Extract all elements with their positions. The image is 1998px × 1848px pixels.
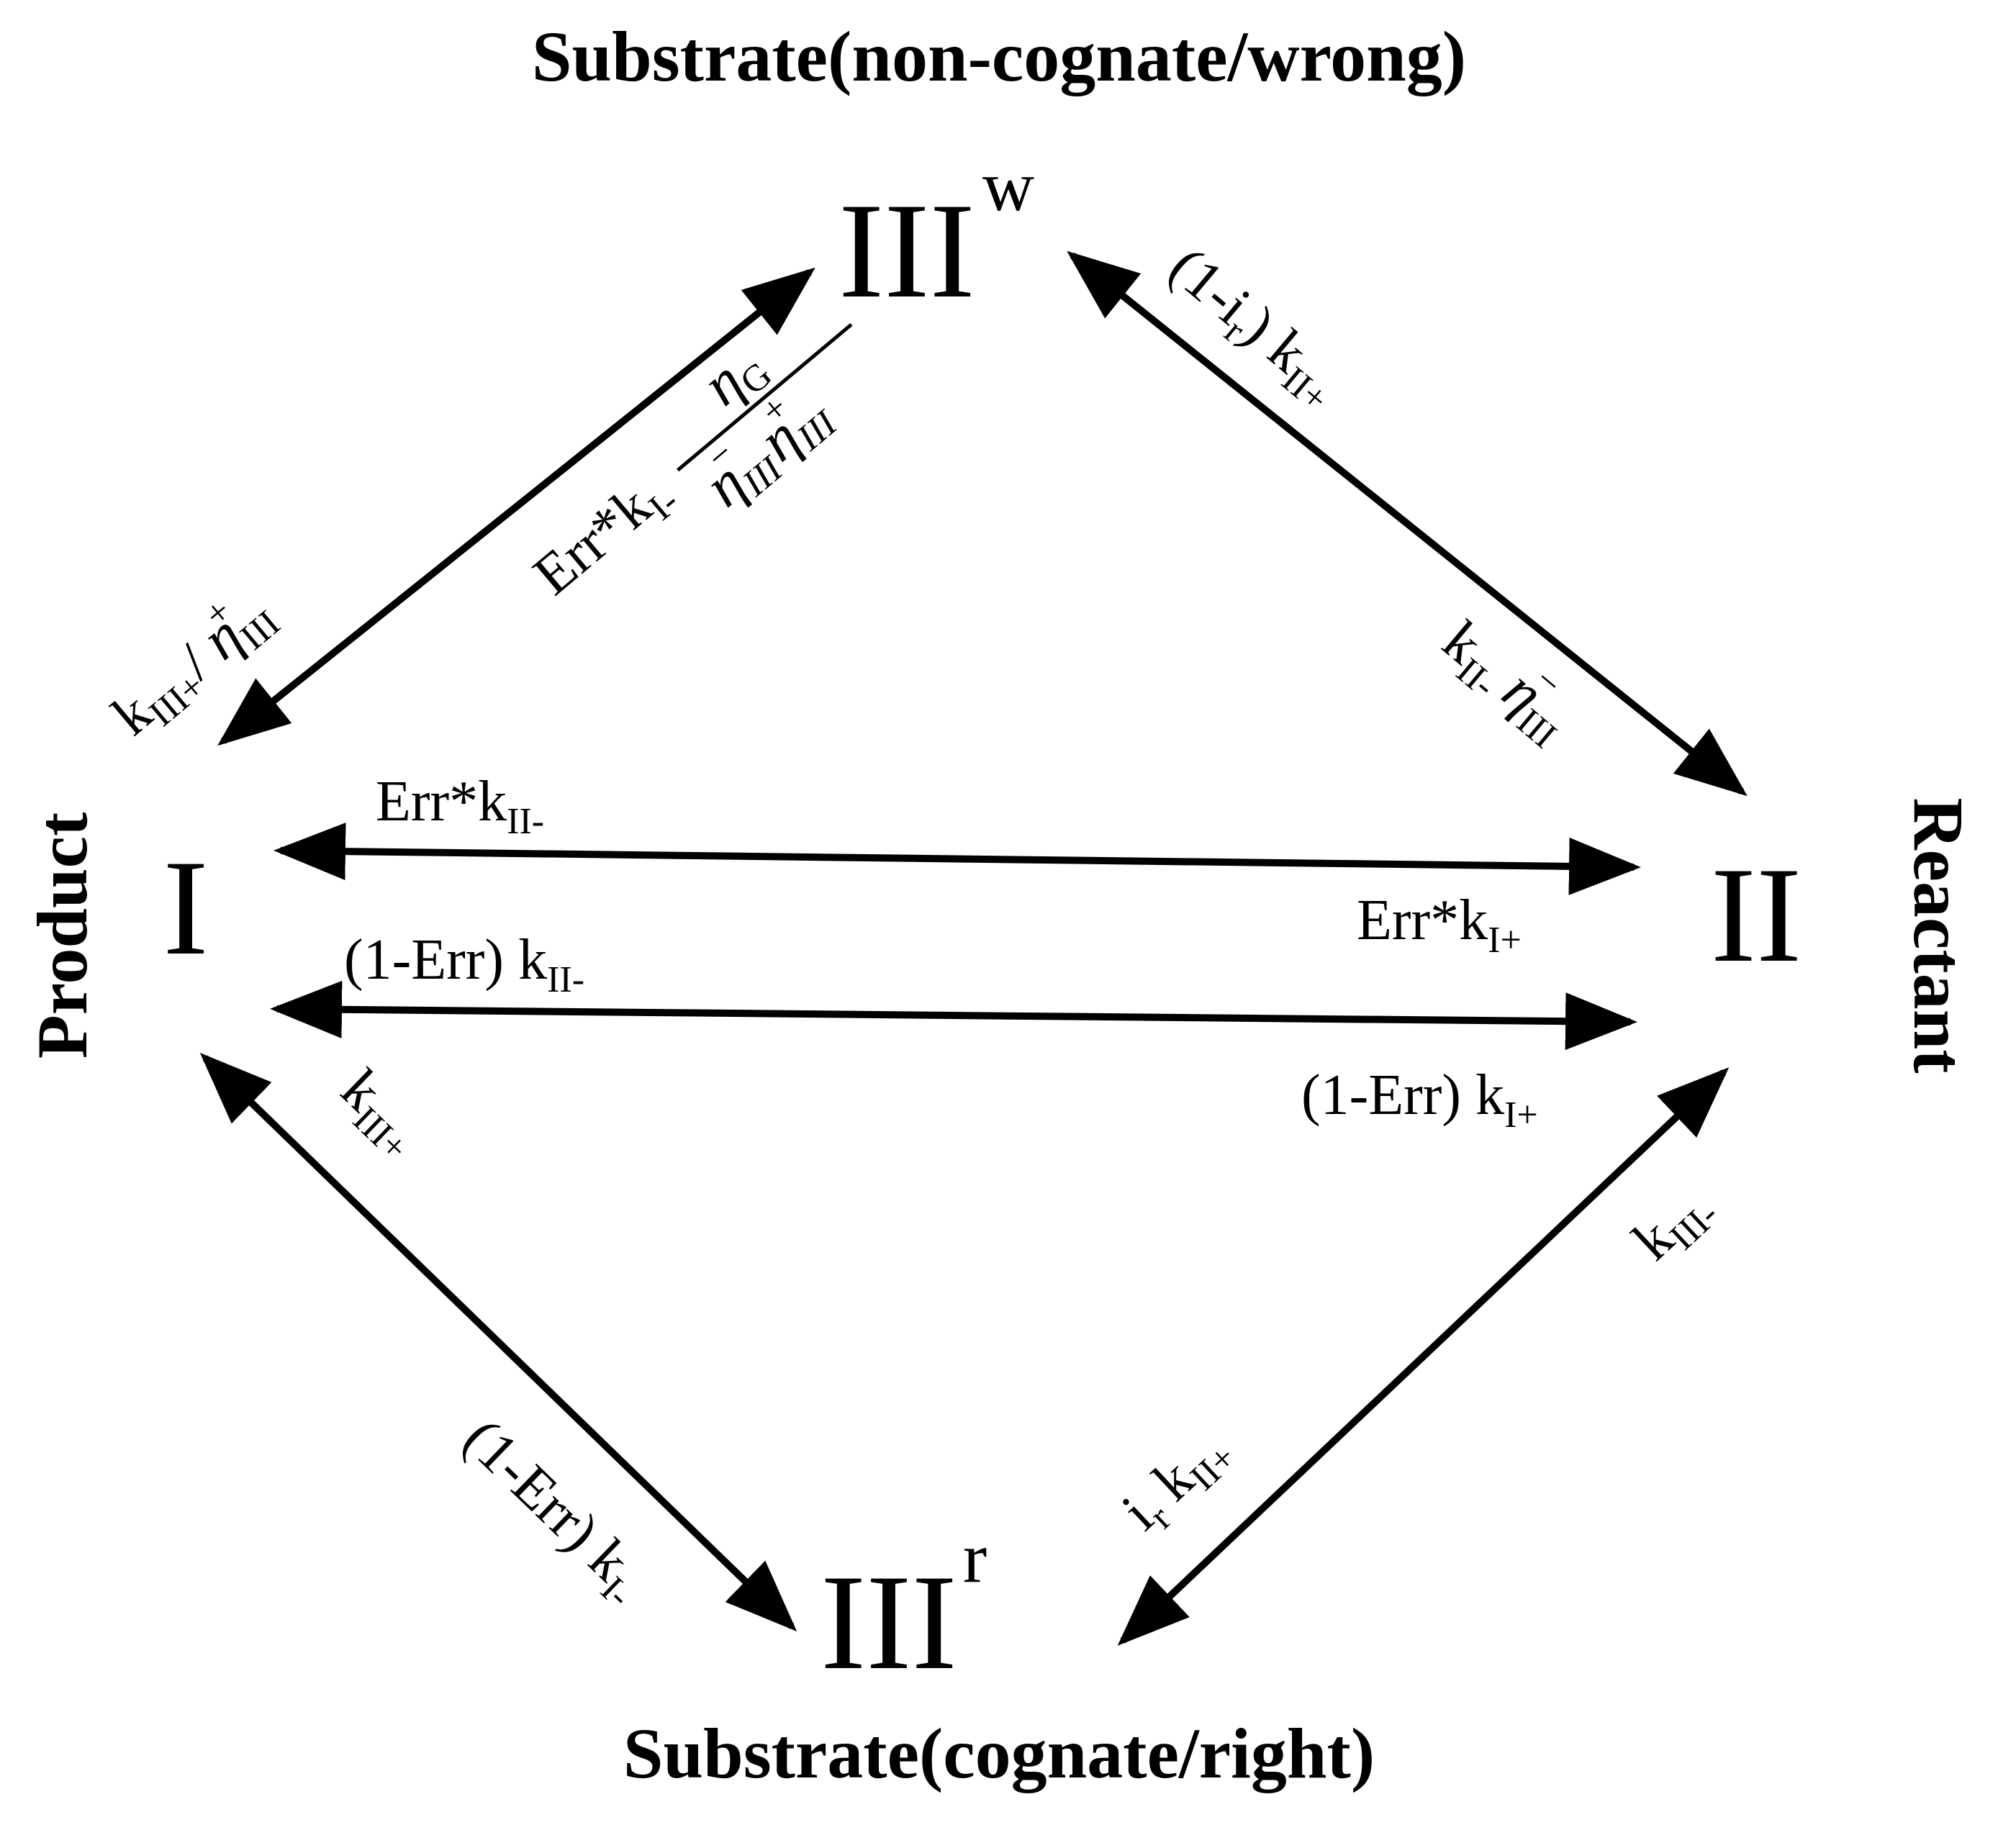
svg-text:(1-ir) kII+: (1-ir) kII+	[1153, 235, 1355, 420]
title-bottom: Substrate(cognate/right)	[623, 1713, 1375, 1793]
arrow-IIIw-II	[1067, 250, 1748, 797]
arrow-I-II-lower	[270, 980, 1637, 1051]
rate-lower-left: (1-Err) kII-	[344, 928, 584, 1000]
rate-upper-left: Err*kII-	[376, 770, 544, 842]
label-product: Product	[22, 812, 102, 1059]
rate-top-right-outer: (1-ir) kII+	[1153, 235, 1355, 420]
rate-top-right-inner: kII-ηIII−	[1427, 599, 1592, 756]
rate-upper-right: Err*kI+	[1357, 889, 1522, 961]
arrow-I-IIIw	[217, 267, 815, 746]
svg-text:kIII-: kIII-	[1621, 1172, 1727, 1277]
state-I: I	[163, 833, 208, 984]
rate-bottom-left-inner: kIII+	[325, 1058, 436, 1169]
label-reactant: Reactant	[1899, 797, 1979, 1073]
svg-text:kIII+: kIII+	[325, 1058, 436, 1169]
arrow-IIIr-II	[1117, 1067, 1730, 1646]
arrow-I-II-upper	[274, 823, 1641, 895]
svg-text:ir kII+: ir kII+	[1110, 1416, 1244, 1547]
rate-lower-right: (1-Err) kI+	[1301, 1064, 1538, 1136]
arrow-I-IIIr	[199, 1053, 797, 1631]
svg-text:ηIII−ηIII+: ηIII−ηIII+	[684, 368, 846, 523]
svg-text:(1-Err) kI-: (1-Err) kI-	[447, 1407, 660, 1616]
title-top: Substrate(non-cognate/wrong)	[532, 17, 1466, 96]
rate-bottom-right-outer: kIII-	[1621, 1172, 1727, 1277]
state-II: II	[1711, 840, 1802, 991]
rate-bottom-left-outer: (1-Err) kI-	[447, 1407, 660, 1616]
rate-bottom-right-inner: ir kII+	[1110, 1416, 1244, 1547]
rate-top-left-outer: kIII+/ ηIII+	[94, 572, 288, 753]
svg-text:kIII+/ ηIII+: kIII+/ ηIII+	[94, 572, 288, 753]
svg-text:kII-ηIII−: kII-ηIII−	[1427, 599, 1592, 756]
state-III-r: IIIr	[821, 1518, 987, 1698]
